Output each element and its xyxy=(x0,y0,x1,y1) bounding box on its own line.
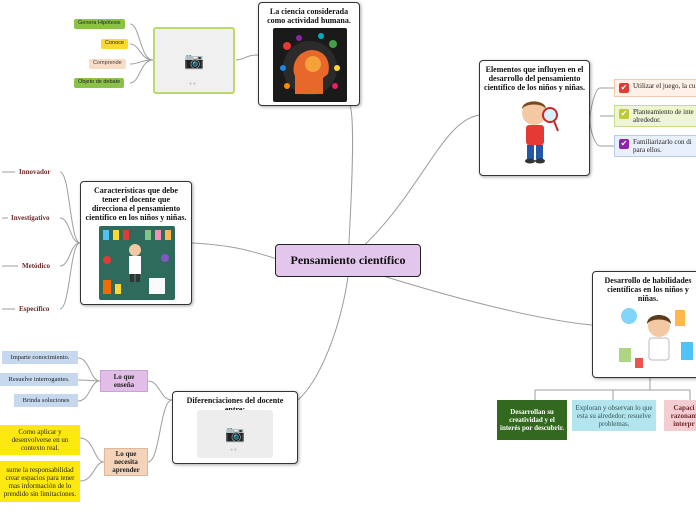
elemento-item-1[interactable]: ✔ Utilizar el juego, la cu xyxy=(614,79,696,97)
ensena-item-2[interactable]: Resuelve interrogantes. xyxy=(0,373,78,386)
lo-que-ensena[interactable]: Lo que enseña xyxy=(100,370,148,392)
link-caracteristicas-items xyxy=(59,171,81,310)
lo-que-necesita-aprender[interactable]: Lo que necesita aprender xyxy=(104,448,148,476)
scientist-lab-icon xyxy=(103,230,171,294)
elemento-item-2[interactable]: ✔ Planteamiento de inte alrededor. xyxy=(614,105,696,127)
ciencia-card[interactable]: La ciencia considerada como actividad hu… xyxy=(258,2,360,106)
ensena-item-3[interactable]: Brinda soluciones xyxy=(14,394,78,407)
caracteristicas-card[interactable]: Características que debe tener el docent… xyxy=(80,181,192,305)
habilidad-item-1[interactable]: Desarrollan su creatividad y el interés … xyxy=(497,400,567,440)
link-ensena-items xyxy=(77,357,101,402)
elemento-item-2-text: Planteamiento de inte alrededor. xyxy=(633,108,694,124)
habilidad-item-2[interactable]: Exploran y observan lo que esta su alred… xyxy=(572,400,656,431)
link-elementos-items xyxy=(589,87,614,147)
ciencia-title: La ciencia considerada como actividad hu… xyxy=(267,7,351,25)
caracteristica-metodico[interactable]: Metódico xyxy=(22,262,50,270)
link-diferencias xyxy=(297,276,349,401)
elemento-item-1-text: Utilizar el juego, la cu xyxy=(633,82,696,90)
tag-objeto-debate[interactable]: Objeto de debate xyxy=(74,78,125,88)
link-ciencia-photo xyxy=(235,54,259,61)
elemento-item-3-text: Familiarizarlo con di para ellos. xyxy=(633,138,692,154)
ciencia-image xyxy=(273,28,347,102)
tag-conoce[interactable]: Conoce xyxy=(101,39,128,49)
ensena-item-1[interactable]: Imparte conocimiento. xyxy=(2,351,78,364)
caracteristicas-image xyxy=(99,226,175,300)
tag-comprende[interactable]: Comprende xyxy=(89,59,126,69)
link-aprender-items xyxy=(79,437,105,482)
central-topic[interactable]: Pensamiento científico xyxy=(275,244,421,277)
kid-magnifier-icon xyxy=(522,101,559,164)
camera-icon: 📷 xyxy=(184,50,204,70)
link-elementos xyxy=(347,114,481,261)
caracteristica-investigativo[interactable]: Investigativo xyxy=(11,214,50,222)
link-ciencia-tags xyxy=(129,23,154,84)
central-topic-label: Pensamiento científico xyxy=(290,253,406,267)
diferencias-title: Diferenciaciones del docente entre: xyxy=(186,396,284,414)
habilidades-title: Desarrollo de habilidades científicas en… xyxy=(604,276,692,303)
camera-icon: 📷 xyxy=(225,424,245,443)
link-car-left xyxy=(2,171,18,310)
kid-science-icon xyxy=(619,308,693,368)
pager-dots: ●● xyxy=(230,448,239,453)
elementos-card[interactable]: Elementos que influyen en el desarrollo … xyxy=(479,60,590,176)
check-icon: ✔ xyxy=(619,109,629,119)
pager-dots: ●● xyxy=(189,82,198,87)
diferencias-card[interactable]: Diferenciaciones del docente entre: 📷 ●● xyxy=(172,391,298,464)
ciencia-photo-placeholder[interactable]: 📷 ●● xyxy=(153,27,235,94)
aprender-item-2[interactable]: sume la responsabilidad crear espacios p… xyxy=(0,461,80,502)
caracteristica-innovador[interactable]: Innovador xyxy=(19,168,51,176)
habilidad-item-3[interactable]: Capaci razonam interpr xyxy=(664,400,696,431)
tag-genera-hipotesis[interactable]: Genera Hipótesis xyxy=(74,19,125,29)
link-diferencias-branches xyxy=(147,380,173,463)
link-caracteristicas xyxy=(191,242,281,261)
habilidades-card[interactable]: Desarrollo de habilidades científicas en… xyxy=(592,271,696,378)
elemento-item-3[interactable]: ✔ Familiarizarlo con di para ellos. xyxy=(614,135,696,157)
elementos-title: Elementos que influyen en el desarrollo … xyxy=(484,65,585,92)
link-ciencia xyxy=(347,104,354,261)
head-gears-icon xyxy=(280,33,340,95)
check-icon: ✔ xyxy=(619,83,629,93)
aprender-item-1[interactable]: Como aplicar y desenvolverse en un conte… xyxy=(0,425,80,455)
link-habilidades-items xyxy=(534,378,691,400)
link-habilidades xyxy=(379,274,593,326)
caracteristicas-title: Características que debe tener el docent… xyxy=(85,186,187,222)
caracteristica-especifico[interactable]: Específico xyxy=(19,305,50,313)
check-icon: ✔ xyxy=(619,139,629,149)
diferencias-photo-placeholder: 📷 ●● xyxy=(197,410,273,458)
